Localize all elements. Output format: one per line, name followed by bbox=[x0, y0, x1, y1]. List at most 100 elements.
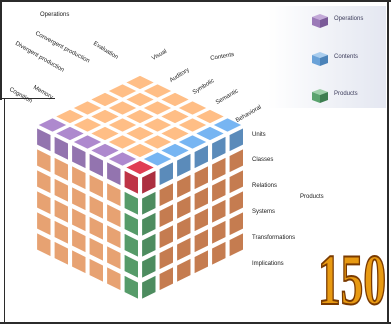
cube-cell-right bbox=[229, 169, 244, 195]
operations-cell bbox=[106, 161, 122, 187]
cube-cell-right bbox=[194, 165, 209, 191]
cube-cell-left bbox=[71, 207, 87, 233]
cube-cell-left bbox=[89, 194, 104, 220]
products-cell bbox=[124, 253, 139, 279]
cube-cell-top bbox=[72, 117, 103, 133]
frame-right-border bbox=[387, 0, 389, 324]
cube-cell-left bbox=[53, 177, 69, 203]
operations-axis-title: Operations bbox=[40, 12, 70, 18]
contents-cell bbox=[195, 126, 225, 141]
cube-cell-right bbox=[229, 232, 244, 258]
cube-cell-left bbox=[106, 203, 122, 229]
legend-label: Operations bbox=[334, 16, 364, 22]
contents-cell bbox=[160, 143, 190, 158]
operations-cell bbox=[37, 117, 68, 133]
cube-cell-top bbox=[125, 143, 155, 158]
frame-divider bbox=[0, 98, 55, 99]
cube-cell-right bbox=[211, 156, 227, 182]
cube-cell-right bbox=[211, 240, 227, 266]
anniversary-150-badge: 150 bbox=[318, 239, 387, 318]
cube-cell-left bbox=[36, 232, 52, 258]
product-label: Transformations bbox=[252, 235, 296, 241]
operations-cell bbox=[53, 135, 69, 161]
products-cell bbox=[124, 211, 139, 237]
operations-cell bbox=[89, 152, 104, 178]
legend-label: Contents bbox=[334, 54, 359, 60]
products-cell bbox=[141, 253, 157, 279]
cube-cell-top bbox=[160, 126, 190, 141]
cube-cell-right bbox=[176, 215, 192, 241]
legend-label: Products bbox=[334, 91, 358, 97]
cube-cell-left bbox=[71, 165, 87, 191]
cube-cell-left bbox=[36, 190, 52, 216]
cube-cell-top bbox=[177, 117, 208, 133]
cube-cell-right bbox=[159, 182, 174, 208]
contents-cell bbox=[194, 144, 209, 170]
operations-cell bbox=[36, 127, 52, 153]
cube-cell-top bbox=[54, 109, 85, 124]
cube-cell-top bbox=[107, 117, 138, 133]
cube-cell-top bbox=[142, 100, 173, 116]
cube-cell-top bbox=[160, 109, 190, 124]
cube-cell-left bbox=[53, 156, 69, 182]
operations-cell bbox=[90, 143, 120, 158]
cube-cell-top bbox=[72, 100, 103, 116]
cube-cell-right bbox=[194, 228, 209, 254]
operations-cell bbox=[107, 151, 138, 167]
cube-cell-right bbox=[194, 186, 209, 212]
cube-cell-top bbox=[125, 92, 155, 107]
frame-divider bbox=[4, 98, 5, 324]
contents-cell bbox=[229, 127, 244, 153]
products-cell bbox=[124, 274, 139, 300]
contents-cell bbox=[159, 161, 174, 187]
product-label: Units bbox=[252, 132, 266, 138]
cube-cell-top bbox=[125, 109, 155, 124]
products-cell bbox=[141, 211, 157, 237]
cube-cell-left bbox=[36, 169, 52, 195]
cube-cell-right bbox=[194, 207, 209, 233]
cube-cell-top bbox=[142, 83, 173, 99]
intersection-cell bbox=[141, 169, 157, 195]
cube-cell-right bbox=[211, 198, 227, 224]
operations-cell bbox=[54, 126, 85, 141]
contents-cell bbox=[212, 117, 243, 133]
cube-cell-top bbox=[90, 92, 120, 107]
cube-cell-left bbox=[53, 198, 69, 224]
legend-item-contents: Contents bbox=[312, 50, 374, 70]
product-label: Implications bbox=[252, 261, 284, 267]
green-cube-icon bbox=[312, 89, 328, 103]
cube-cell-top bbox=[107, 100, 138, 116]
products-cell bbox=[124, 232, 139, 258]
cube-cell-top bbox=[90, 126, 120, 141]
cube-cell-right bbox=[211, 219, 227, 245]
cube-cell-left bbox=[106, 245, 122, 271]
cube-cell-right bbox=[176, 236, 192, 262]
cube-cell-left bbox=[106, 182, 122, 208]
products-axis-title: Products bbox=[300, 194, 324, 200]
cube-cell-top bbox=[107, 134, 138, 150]
cube-cell-left bbox=[53, 240, 69, 266]
cube-cell-left bbox=[89, 236, 104, 262]
cube-cell-left bbox=[89, 257, 104, 283]
products-cell bbox=[124, 190, 139, 216]
cube-cell-right bbox=[176, 257, 192, 283]
product-label: Systems bbox=[252, 209, 276, 215]
cube-cell-left bbox=[71, 186, 87, 212]
cube-cell-right bbox=[176, 173, 192, 199]
cube-cell-left bbox=[89, 173, 104, 199]
cube-cell-top bbox=[142, 117, 173, 133]
cube-cell-left bbox=[71, 249, 87, 275]
product-label: Classes bbox=[252, 157, 274, 163]
cube-cell-left bbox=[36, 211, 52, 237]
cube-cell-left bbox=[106, 224, 122, 250]
legend-item-products: Products bbox=[312, 87, 374, 107]
frame-left-border bbox=[0, 0, 2, 100]
contents-cell bbox=[176, 152, 192, 178]
operations-cell bbox=[71, 144, 87, 170]
cube-cell-top bbox=[125, 126, 155, 141]
cube-cell-right bbox=[194, 249, 209, 275]
cube-cell-left bbox=[71, 228, 87, 254]
badge-number: 150 bbox=[318, 240, 386, 318]
